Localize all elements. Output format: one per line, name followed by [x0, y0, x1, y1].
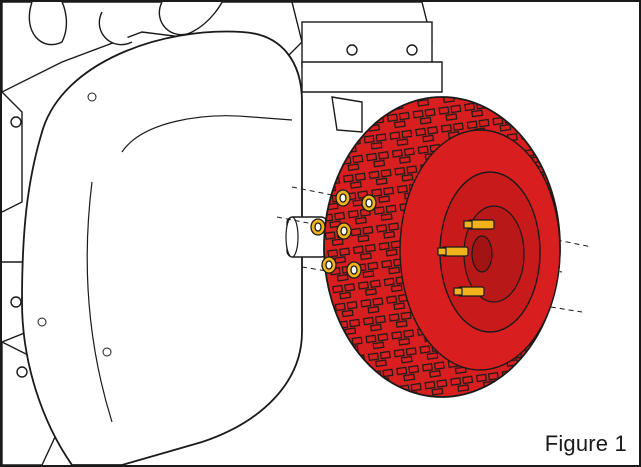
figure-caption: Figure 1 [544, 431, 627, 456]
drive-housing-cover [21, 30, 303, 465]
housing-side-edge [86, 181, 113, 423]
engine-frame-background [2, 2, 443, 465]
housing-screw [87, 92, 97, 102]
housing-screw [37, 317, 47, 327]
wheel-bolt-icon [437, 219, 495, 297]
tire-wheel-icon [323, 96, 561, 398]
housing-screw [102, 347, 112, 357]
lug-nut-icon [310, 189, 377, 279]
housing-inner-edge [121, 115, 293, 153]
